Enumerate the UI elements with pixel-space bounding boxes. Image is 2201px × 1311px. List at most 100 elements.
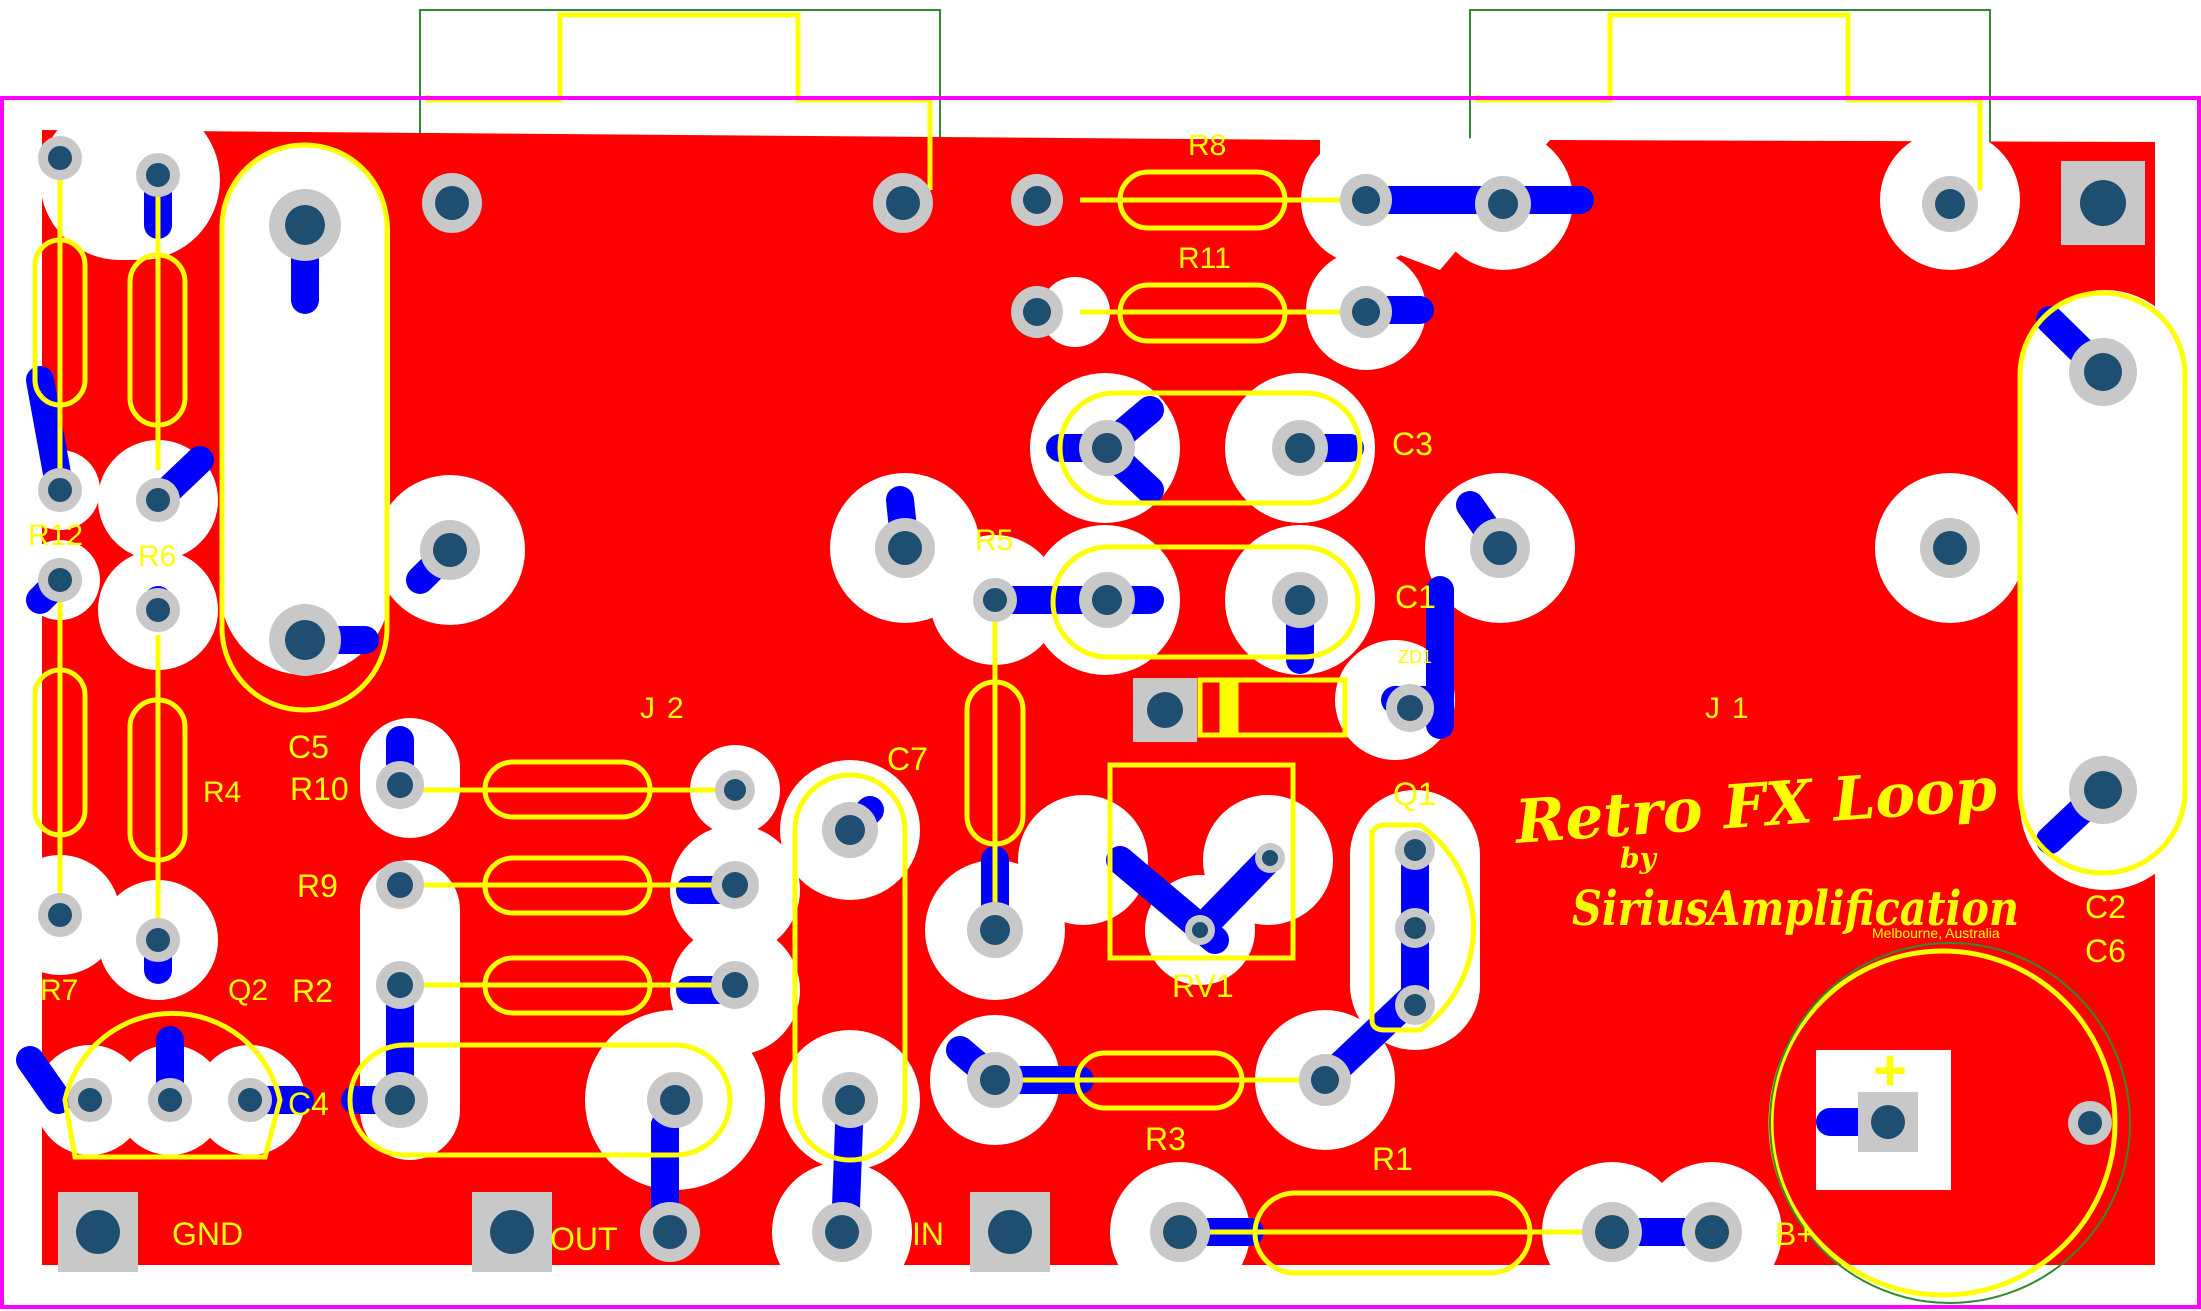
label-q1: Q1 — [1393, 776, 1436, 812]
label-r2: R2 — [292, 973, 333, 1009]
pad-drill — [146, 488, 170, 512]
label-out: OUT — [550, 1221, 618, 1257]
label-c1: C1 — [1395, 579, 1436, 615]
pad-drill — [1262, 850, 1278, 866]
pad-drill — [660, 1085, 690, 1115]
pad-drill — [1404, 839, 1426, 861]
label-rv1: RV1 — [1172, 968, 1234, 1004]
pad-drill — [1404, 917, 1426, 939]
pad-drill — [146, 163, 170, 187]
pad-drill — [146, 928, 170, 952]
logo-by: by — [1620, 842, 1658, 875]
label-c7: C7 — [887, 741, 928, 777]
pad-drill — [835, 1085, 865, 1115]
pad-drill — [1595, 1215, 1629, 1249]
pad-drill — [78, 1088, 102, 1112]
pad-drill — [1933, 531, 1967, 565]
label-c4: C4 — [288, 1086, 329, 1122]
pad-drill — [1147, 692, 1183, 728]
pad-drill — [888, 531, 922, 565]
pad-drill — [285, 620, 325, 660]
label-r12: R12 — [28, 519, 83, 552]
pad-drill — [1352, 298, 1380, 326]
pad-drill — [385, 1085, 415, 1115]
label-j2: J2 — [640, 692, 696, 725]
label-r4: R4 — [203, 776, 241, 809]
label-r3: R3 — [1145, 1121, 1186, 1157]
pad-drill — [653, 1215, 687, 1249]
pad-drill — [387, 772, 413, 798]
pad-drill — [146, 598, 170, 622]
pad-drill — [1311, 1066, 1339, 1094]
pad-drill — [724, 779, 746, 801]
pad-drill — [1285, 433, 1315, 463]
pad-drill — [2078, 1111, 2102, 1135]
label-r5: R5 — [975, 524, 1013, 557]
label-r11: R11 — [1178, 242, 1231, 275]
pad-drill — [48, 903, 72, 927]
pad-drill — [2084, 771, 2122, 809]
label-c2: C2 — [2085, 889, 2126, 925]
label-r1: R1 — [1372, 1141, 1413, 1177]
label-in: IN — [912, 1216, 944, 1252]
pads — [38, 136, 2145, 1272]
pad-drill — [76, 1210, 120, 1254]
pad-drill — [1488, 189, 1518, 219]
pad-drill — [1483, 531, 1517, 565]
pad-drill — [158, 1088, 182, 1112]
label-r10: R10 — [290, 771, 349, 807]
pad-drill — [1163, 1215, 1197, 1249]
pad-drill — [1023, 298, 1051, 326]
pad-drill — [1192, 922, 1208, 938]
pad-drill — [722, 872, 748, 898]
label-j1: J1 — [1705, 692, 1761, 725]
label-r9: R9 — [297, 868, 338, 904]
pad-drill — [1404, 994, 1426, 1016]
pad-drill — [1092, 433, 1122, 463]
c6-outline-green — [1769, 942, 2131, 1304]
label-c6: C6 — [2085, 933, 2126, 969]
pad-drill — [1935, 189, 1965, 219]
pad-drill — [835, 815, 865, 845]
pad-drill — [1397, 695, 1423, 721]
pad-drill — [988, 1210, 1032, 1254]
pad-drill — [980, 1065, 1010, 1095]
pad-drill — [1352, 186, 1380, 214]
label-r6: R6 — [138, 540, 176, 573]
pad-drill — [722, 972, 748, 998]
pad-drill — [238, 1088, 262, 1112]
pad-drill — [387, 972, 413, 998]
board-outline — [0, 96, 2201, 1309]
pad-drill — [825, 1215, 859, 1249]
logo-brand: SiriusAmplification — [1572, 881, 2019, 937]
label-bplus: B+ — [1775, 1216, 1815, 1252]
pad-drill — [1695, 1215, 1729, 1249]
label-gnd: GND — [172, 1216, 243, 1252]
logo-location: Melbourne, Australia — [1872, 925, 2000, 941]
label-c3: C3 — [1392, 426, 1433, 462]
pad-drill — [980, 915, 1010, 945]
copper-pour — [42, 130, 2155, 1265]
pad-drill — [1092, 585, 1122, 615]
pad-drill — [435, 186, 469, 220]
label-q2: Q2 — [228, 974, 268, 1007]
pad-drill — [285, 205, 325, 245]
pad-drill — [2080, 180, 2126, 226]
label-r8: R8 — [1188, 129, 1226, 162]
pad-drill — [1023, 186, 1051, 214]
pad-drill — [2084, 353, 2122, 391]
pad-drill — [48, 478, 72, 502]
pad-drill — [490, 1210, 534, 1254]
pad-drill — [886, 186, 920, 220]
pad-drill — [48, 568, 72, 592]
label-zd1: ZD1 — [1398, 647, 1432, 667]
pad-drill — [983, 588, 1007, 612]
pad-drill — [387, 872, 413, 898]
label-r7: R7 — [40, 974, 78, 1007]
pad-drill — [48, 146, 72, 170]
pad-drill — [1871, 1105, 1905, 1139]
label-c5: C5 — [288, 729, 329, 765]
pad-drill — [1285, 585, 1315, 615]
pad-drill — [433, 533, 467, 567]
